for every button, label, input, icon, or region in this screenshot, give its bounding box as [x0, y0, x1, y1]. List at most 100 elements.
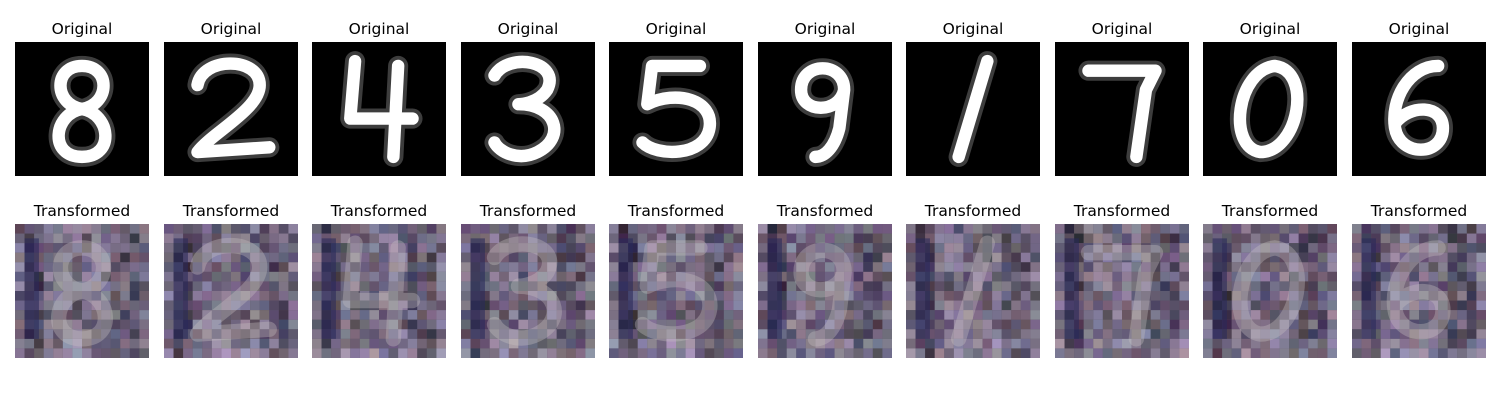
noise-pixel — [1466, 300, 1477, 311]
noise-pixel — [1231, 300, 1242, 311]
noise-pixel — [637, 319, 648, 330]
transformed-panel: Transformed — [758, 200, 892, 358]
noise-pixel — [1093, 319, 1103, 330]
noise-pixel — [1308, 310, 1318, 320]
noise-pixel — [758, 224, 768, 234]
noise-pixel — [417, 252, 427, 263]
noise-pixel — [1250, 262, 1261, 272]
noise-pixel — [906, 329, 916, 339]
noise-pixel — [815, 262, 825, 272]
noise-pixel — [388, 243, 399, 253]
noise-pixel — [1179, 262, 1189, 272]
noise-pixel — [1001, 348, 1012, 358]
noise-pixel — [547, 281, 557, 291]
noise-pixel — [547, 319, 557, 330]
noise-pixel — [53, 271, 63, 282]
noise-pixel — [91, 233, 102, 244]
noise-pixel — [379, 281, 389, 291]
noise-pixel — [231, 233, 241, 244]
noise-pixel — [120, 243, 130, 253]
noise-pixel — [1457, 329, 1467, 339]
noise-pixel — [1203, 310, 1213, 320]
noise-pixel — [925, 319, 935, 330]
noise-pixel — [288, 252, 298, 263]
noise-pixel — [1131, 329, 1142, 339]
noise-pixel — [758, 300, 768, 311]
noise-pixel — [992, 291, 1002, 301]
noise-pixel — [656, 300, 667, 311]
noise-pixel — [925, 243, 935, 253]
noise-pixel — [844, 281, 854, 291]
noise-pixel — [1390, 300, 1400, 311]
noise-pixel — [1241, 338, 1251, 349]
noise-pixel — [973, 262, 983, 272]
noise-pixel — [704, 233, 715, 244]
noise-pixel — [518, 310, 528, 320]
noise-pixel — [518, 338, 528, 349]
noise-pixel — [202, 224, 212, 234]
noise-pixel — [480, 338, 490, 349]
noise-pixel — [72, 338, 82, 349]
noise-pixel — [53, 329, 63, 339]
noise-pixel — [489, 252, 500, 263]
noise-pixel — [489, 233, 500, 244]
noise-pixel — [695, 310, 705, 320]
noise-pixel — [863, 262, 873, 272]
noise-pixel — [379, 329, 389, 339]
noise-pixel — [656, 329, 667, 339]
noise-pixel — [1317, 300, 1328, 311]
noise-pixel — [1241, 319, 1251, 330]
noise-pixel — [676, 319, 686, 330]
noise-pixel — [1150, 310, 1161, 320]
noise-pixel — [982, 338, 993, 349]
noise-pixel — [231, 281, 241, 291]
noise-pixel — [1279, 252, 1290, 263]
noise-pixel — [211, 300, 222, 311]
noise-pixel — [953, 310, 964, 320]
noise-pixel — [250, 281, 260, 291]
noise-pixel — [417, 281, 427, 291]
transformed-panel: Transformed — [15, 200, 149, 358]
noise-pixel — [407, 319, 418, 330]
noise-pixel — [499, 224, 509, 234]
noise-pixel — [1150, 262, 1161, 272]
digit-stroke — [1233, 59, 1304, 159]
noise-pixel — [723, 310, 734, 320]
noise-pixel — [714, 224, 724, 234]
noise-pixel — [758, 252, 768, 263]
noise-pixel — [609, 348, 619, 358]
noise-pixel — [566, 243, 576, 253]
noise-pixel — [164, 281, 174, 291]
noise-pixel — [1055, 300, 1065, 311]
noise-pixel — [426, 233, 437, 244]
noise-pixel — [43, 233, 54, 244]
noise-pixel — [1074, 348, 1084, 358]
noise-pixel — [1074, 224, 1084, 234]
noise-pixel — [221, 262, 231, 272]
noise-pixel — [43, 338, 54, 349]
noise-pixel — [796, 348, 806, 358]
noise-pixel — [528, 329, 538, 339]
noise-pixel — [834, 338, 845, 349]
noise-pixel — [637, 243, 648, 253]
noise-pixel — [359, 291, 370, 301]
noise-pixel — [618, 233, 629, 244]
noise-pixel — [777, 224, 787, 234]
noise-pixel — [666, 271, 676, 282]
noise-pixel — [1231, 233, 1242, 244]
noise-pixel — [556, 300, 567, 311]
noise-pixel — [1250, 319, 1261, 330]
dark-stripe — [618, 238, 633, 339]
noise-pixel — [1327, 338, 1337, 349]
noise-pixel — [331, 300, 341, 311]
noise-pixel — [925, 300, 935, 311]
noise-pixel — [1011, 319, 1021, 330]
noise-pixel — [1112, 281, 1122, 291]
noise-pixel — [1141, 319, 1151, 330]
noise-pixel — [944, 281, 954, 291]
noise-pixel — [1419, 338, 1429, 349]
noise-pixel — [369, 243, 379, 253]
original-image-frame — [1203, 42, 1337, 176]
noise-pixel — [1380, 233, 1391, 244]
noise-pixel — [834, 224, 845, 234]
